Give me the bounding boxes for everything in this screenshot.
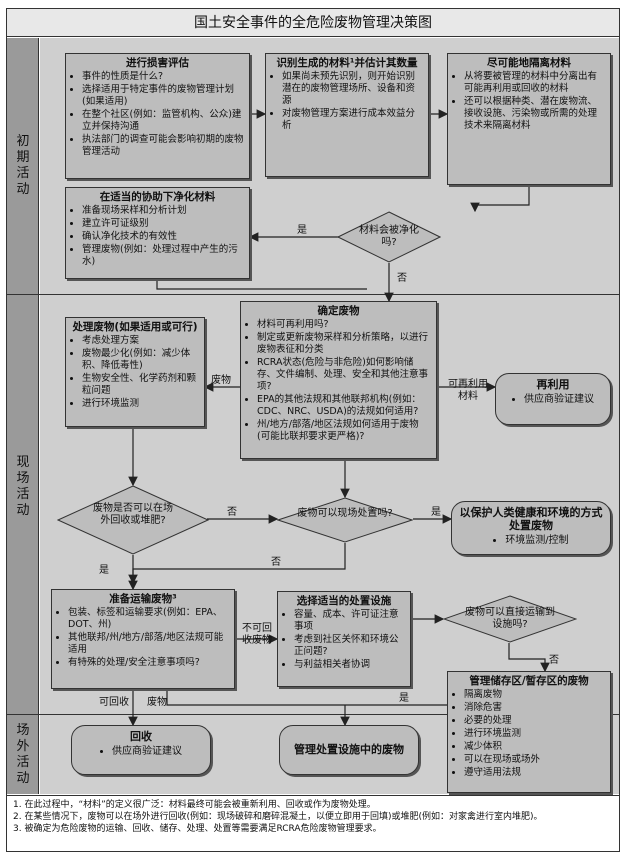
list-item: 州/地方/部落/地区法规如何适用于废物(可能比联邦要求更严格)? — [257, 419, 431, 443]
list-item: 生物安全性、化学药剂和颗粒问题 — [82, 373, 199, 397]
isolate-materials-box: 尽可能地隔离材料 从将要被管理的材料中分离出有可能再利用或回收的材料 还可以根据… — [447, 53, 611, 185]
list-item: 进行环境监测 — [464, 728, 605, 740]
list-item: 事件的性质是什么? — [82, 71, 244, 83]
list-item: 遵守适用法规 — [464, 767, 605, 779]
decontaminate-box: 在适当的协助下净化材料 准备现场采样和分析计划 建立许可证级别 确认净化技术的有… — [65, 187, 250, 279]
assess-damage-box: 进行损害评估 事件的性质是什么? 选择适用于特定事件的废物管理计划(如果适用) … — [65, 53, 250, 179]
phase-offsite-label: 场外活动 — [16, 723, 30, 786]
connector-lines — [128, 109, 550, 727]
phase-onsite-column: 现场活动 — [7, 295, 39, 714]
no-label: 否 — [227, 507, 237, 518]
list-item: 隔离废物 — [464, 689, 605, 701]
reuse-box: 再利用 供应商验证建议 — [495, 373, 611, 425]
list-item: 准备现场采样和分析计划 — [82, 205, 244, 217]
recycle-title: 回收 — [130, 730, 152, 743]
protect-disposal-title: 以保护人类健康和环境的方式处置废物 — [459, 506, 603, 532]
list-item: 材料可再利用吗? — [257, 319, 431, 331]
list-item: 必要的处理 — [464, 715, 605, 727]
decision-direct-diamond — [443, 595, 577, 643]
yes-label: 是 — [297, 225, 307, 236]
recycle-box: 回收 供应商验证建议 — [71, 725, 211, 775]
phase-initial-label: 初期活动 — [16, 134, 30, 197]
divider — [7, 294, 619, 295]
reuse-title: 再利用 — [536, 378, 570, 391]
list-item: 包装、标签和运输要求(例如：EPA、DOT、州) — [68, 607, 229, 631]
prepare-transport-box: 准备运输废物³ 包装、标签和运输要求(例如：EPA、DOT、州) 其他联邦/州/… — [51, 589, 235, 689]
footnote: 2. 在某些情况下，废物可以在场外进行回收(例如：现场破碎和磨碎混凝土，以便立即… — [13, 812, 543, 822]
list-item: 环境监测/控制 — [505, 534, 568, 547]
list-item: 考虑到社区关怀和环境公正问题? — [294, 634, 405, 658]
manage-storage-title: 管理储存区/暂存区的废物 — [469, 675, 589, 687]
recyclable-label: 可回收 — [99, 697, 129, 708]
list-item: 在整个社区(例如：监管机构、公众)建立并保持沟通 — [82, 109, 244, 133]
waste-label: 废物 — [211, 375, 231, 386]
list-item: 管理废物(例如：处理过程中产生的污水) — [82, 244, 244, 268]
list-item: 容量、成本、许可证注意事项 — [294, 609, 405, 633]
phase-offsite-column: 场外活动 — [7, 715, 39, 794]
list-item: 可以在现场或场外 — [464, 754, 605, 766]
determine-waste-box: 确定废物 材料可再利用吗? 制定或更新废物采样和分析策略，以进行废物表征和分类 … — [240, 301, 437, 459]
list-item: 对废物管理方案进行成本效益分析 — [282, 108, 423, 132]
not-recyclable-label: 不可回收废物 — [242, 623, 272, 646]
select-facility-title: 选择适当的处置设施 — [296, 595, 392, 607]
protect-disposal-box: 以保护人类健康和环境的方式处置废物 环境监测/控制 — [451, 501, 611, 555]
no-label: 否 — [397, 273, 407, 284]
footnote: 1. 在此过程中，“材料”的定义很广泛：材料最终可能会被重新利用、回收或作为废物… — [13, 800, 376, 810]
isolate-materials-title: 尽可能地隔离材料 — [487, 57, 571, 69]
assess-damage-title: 进行损害评估 — [126, 57, 189, 69]
list-item: 供应商验证建议 — [112, 745, 182, 758]
list-item: 制定或更新废物采样和分析策略，以进行废物表征和分类 — [257, 332, 431, 356]
decision-recycle-text: 废物是否可以在场外回收或堆肥? — [93, 503, 173, 526]
identify-materials-title: 识别生成的材料¹并估计其数量 — [276, 57, 418, 69]
no-label: 否 — [271, 557, 281, 568]
decision-direct-text: 废物可以直接运输到设施吗? — [465, 607, 555, 630]
list-item: 选择适用于特定事件的废物管理计划(如果适用) — [82, 84, 244, 108]
waste-label: 废物 — [147, 697, 167, 708]
yes-label: 是 — [99, 565, 109, 576]
list-item: 其他联邦/州/地方/部落/地区法规可能适用 — [68, 632, 229, 656]
list-item: 如果尚未预先识别，则开始识别潜在的废物管理场所、设备和资源 — [282, 71, 423, 107]
list-item: 消除危害 — [464, 702, 605, 714]
phase-onsite-label: 现场活动 — [16, 455, 30, 518]
footnote: 3. 被确定为危险废物的运输、回收、储存、处理、处置等需要满足RCRA危险废物管… — [13, 824, 382, 834]
list-item: 考虑处理方案 — [82, 335, 199, 347]
list-item: 建立许可证级别 — [82, 218, 244, 230]
phase-initial-column: 初期活动 — [7, 38, 39, 294]
list-item: 供应商验证建议 — [524, 393, 594, 406]
manage-disposal-facility-box: 管理处置设施中的废物 — [279, 725, 419, 775]
list-item: 废物最少化(例如：减少体积、降低毒性) — [82, 348, 199, 372]
list-item: 进行环境监测 — [82, 398, 199, 410]
list-item: RCRA状态(危险与非危险)如何影响储存、文件编制、处理、安全和其他注意事项? — [257, 357, 431, 393]
decision-decon-diamond — [337, 211, 441, 263]
diagram-frame: 国土安全事件的全危险废物管理决策图 初期活动 现场活动 场外活动 — [6, 8, 620, 852]
list-item: 还可以根据种类、潜在废物流、接收设施、污染物或所需的处理技术来隔离材料 — [464, 96, 605, 132]
list-item: 与利益相关者协调 — [294, 659, 405, 671]
yes-label: 是 — [399, 693, 409, 704]
list-item: 从将要被管理的材料中分离出有可能再利用或回收的材料 — [464, 71, 605, 95]
manage-storage-box: 管理储存区/暂存区的废物 隔离废物 消除危害 必要的处理 进行环境监测 减少体积… — [447, 671, 611, 793]
divider — [7, 714, 619, 715]
manage-disposal-facility-title: 管理处置设施中的废物 — [294, 743, 404, 756]
decision-decon-text: 材料会被净化吗? — [359, 225, 419, 248]
decontaminate-title: 在适当的协助下净化材料 — [99, 191, 216, 203]
yes-label: 是 — [431, 507, 441, 518]
prepare-transport-title: 准备运输废物³ — [109, 593, 177, 605]
list-item: EPA的其他法规和其他联邦机构(例如：CDC、NRC、USDA)的法规如何适用? — [257, 394, 431, 418]
treat-waste-title: 处理废物(如果适用或可行) — [72, 321, 198, 333]
footnotes: 1. 在此过程中，“材料”的定义很广泛：材料最终可能会被重新利用、回收或作为废物… — [7, 795, 619, 851]
decision-onsite-diamond — [277, 497, 413, 543]
select-facility-box: 选择适当的处置设施 容量、成本、许可证注意事项 考虑到社区关怀和环境公正问题? … — [277, 591, 411, 687]
identify-materials-box: 识别生成的材料¹并估计其数量 如果尚未预先识别，则开始识别潜在的废物管理场所、设… — [265, 53, 429, 177]
reuse-material-label: 可再利用材料 — [448, 379, 488, 402]
page-title: 国土安全事件的全危险废物管理决策图 — [7, 9, 619, 37]
determine-waste-title: 确定废物 — [317, 305, 360, 317]
list-item: 确认净化技术的有效性 — [82, 231, 244, 243]
decision-onsite-text: 废物可以现场处置吗? — [297, 508, 393, 519]
list-item: 执法部门的调查可能会影响初期的废物管理活动 — [82, 134, 244, 158]
decision-recycle-diamond — [57, 485, 209, 555]
treat-waste-box: 处理废物(如果适用或可行) 考虑处理方案 废物最少化(例如：减少体积、降低毒性)… — [65, 317, 205, 427]
list-item: 减少体积 — [464, 741, 605, 753]
no-label: 否 — [549, 655, 559, 666]
list-item: 有特殊的处理/安全注意事项吗? — [68, 657, 229, 669]
